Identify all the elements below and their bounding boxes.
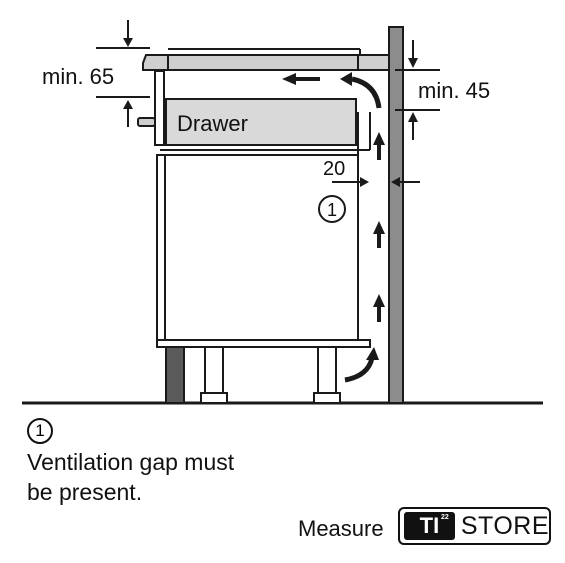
airflow-arrows (373, 132, 385, 322)
ti-logo-sup: 22 (441, 514, 449, 521)
note-line-2: be present. (27, 479, 143, 505)
measure-text: Measure (298, 516, 384, 541)
drawer-box (165, 98, 357, 146)
dimension-min-65 (96, 20, 150, 127)
store-logo-text: STORE (460, 511, 549, 540)
label-min-65: min. 65 (42, 64, 114, 89)
cabinet-body (156, 154, 166, 348)
note-marker-number: 1 (35, 421, 45, 440)
label-drawer: Drawer (177, 111, 248, 136)
ti-store-logo: TI 22 STORE (398, 507, 551, 545)
cabinet-interior (164, 154, 359, 341)
dimension-min-45 (395, 40, 440, 140)
ti-logo-text: TI (419, 513, 440, 538)
note-line-1: Ventilation gap must (27, 449, 235, 475)
airflow-arrow-left (282, 73, 320, 85)
note-marker: 1 (27, 418, 53, 444)
arrow-up-2 (373, 221, 385, 248)
cabinet-front-panel (154, 70, 165, 146)
airflow-curve-top (340, 72, 382, 109)
plinth (165, 346, 185, 404)
worktop-right-block (357, 54, 390, 71)
cabinet-leg-right (313, 346, 341, 404)
worktop (142, 54, 390, 71)
arrow-up-1 (373, 132, 385, 160)
label-min-45: min. 45 (418, 78, 490, 103)
marker-circle (318, 195, 346, 223)
cabinet-base (156, 339, 371, 348)
wall (388, 26, 404, 404)
marker-number: 1 (327, 200, 337, 220)
drawer-handle (137, 117, 156, 127)
cabinet-leg-left (200, 346, 228, 404)
dimension-20 (332, 177, 420, 187)
ti-logo-mark: TI 22 (404, 512, 455, 540)
label-20: 20 (323, 158, 345, 180)
airflow-curve-bottom (344, 347, 379, 383)
arrow-up-3 (373, 294, 385, 322)
